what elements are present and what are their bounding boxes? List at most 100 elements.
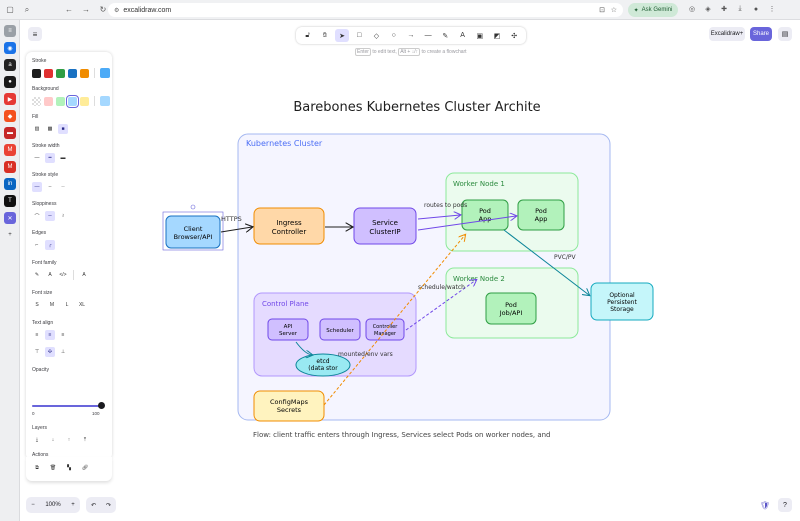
image-tool-icon[interactable]: ▣ (476, 32, 484, 40)
arrow-configmaps-pod[interactable] (323, 235, 465, 406)
cluster-label[interactable]: Kubernetes Cluster (246, 139, 323, 148)
tab-favicon-gmail[interactable]: M (4, 144, 16, 156)
extensions-puzzle-icon[interactable]: ✚ (721, 6, 727, 13)
tab-favicon-news[interactable]: ▬ (4, 127, 16, 139)
new-tab-icon[interactable]: + (8, 232, 12, 238)
browser-menu-icon[interactable]: ⋮ (768, 6, 776, 13)
sloppiness-cartoonist-icon[interactable]: ≀ (62, 213, 64, 219)
label-routes-to-pods[interactable]: routes to pods (424, 202, 467, 209)
bg-swatch-mint[interactable] (56, 96, 65, 106)
arrow-tool-icon[interactable]: → (407, 32, 415, 39)
sloppiness-artist-icon[interactable]: ∽ (45, 211, 55, 221)
help-icon[interactable]: ? (778, 498, 792, 512)
bg-swatch-pink[interactable] (44, 96, 53, 106)
rectangle-tool-icon[interactable]: □ (357, 32, 362, 39)
edges-sharp-icon[interactable]: ⌐ (35, 242, 39, 248)
stroke-bold-icon[interactable]: ━ (45, 153, 55, 163)
storage-node[interactable] (590, 282, 654, 321)
send-backward-icon[interactable]: ↓ (51, 437, 55, 443)
font-size-m[interactable]: M (49, 302, 55, 308)
stroke-dotted-icon[interactable]: ┈ (61, 184, 65, 190)
edges-round-icon[interactable]: ╭ (45, 240, 55, 250)
stroke-swatch-blue[interactable] (68, 68, 77, 78)
tab-favicon-github[interactable]: ● (4, 76, 16, 88)
excalidraw-plus-button[interactable]: Excalidraw+ (709, 27, 745, 41)
bg-swatch-transparent[interactable] (32, 96, 41, 106)
tab-favicon-youtube[interactable]: ▶ (4, 93, 16, 105)
arrow-pod-storage[interactable] (503, 229, 589, 295)
arrow-service-pod2[interactable] (417, 216, 516, 231)
arrow-api-etcd[interactable] (295, 341, 312, 355)
reload-icon[interactable]: ↻ (99, 5, 107, 14)
align-left-icon[interactable]: ≡ (35, 332, 39, 338)
drawing-canvas[interactable]: Barebones Kubernetes Cluster Archite Kub… (20, 20, 800, 521)
pod-job-api[interactable] (485, 292, 537, 325)
lock-tool-icon[interactable]: 🔓︎ (305, 31, 310, 39)
redo-icon[interactable]: ↷ (105, 502, 112, 509)
arrow-service-pod1[interactable] (417, 215, 460, 219)
font-more-icon[interactable]: A (82, 272, 86, 278)
stroke-extra-bold-icon[interactable]: ▬ (60, 155, 66, 161)
address-bar[interactable]: ⚙ excalidraw.com ⊡ ☆ (108, 3, 623, 17)
ask-gemini-button[interactable]: ✦ Ask Gemini (628, 3, 678, 17)
stroke-dashed-icon[interactable]: ╌ (48, 184, 52, 190)
stroke-swatch-black[interactable] (32, 68, 41, 78)
tab-favicon-red[interactable]: ◆ (4, 110, 16, 122)
zoom-in-button[interactable]: + (71, 502, 75, 508)
delete-icon[interactable]: 🗑︎ (49, 465, 57, 471)
fill-crosshatch-icon[interactable]: ▩ (47, 126, 53, 132)
bring-forward-icon[interactable]: ↑ (67, 437, 71, 443)
tab-menu-icon[interactable]: ≡ (4, 25, 16, 37)
extension-shield-icon[interactable]: ◈ (705, 6, 711, 13)
align-right-icon[interactable]: ≡ (61, 332, 65, 338)
worker-node-1-label[interactable]: Worker Node 1 (453, 180, 505, 188)
label-pvc-pv[interactable]: PVC/PV (554, 254, 577, 261)
library-sidebar-toggle-icon[interactable]: ▤ (778, 27, 792, 41)
profile-avatar[interactable]: ● (753, 5, 759, 13)
stroke-swatch-green[interactable] (56, 68, 65, 78)
tab-search-icon[interactable]: ⌕ (24, 4, 30, 14)
encryption-shield-icon[interactable]: 🛡︎ (760, 501, 771, 510)
tab-favicon-gmail-2[interactable]: M (4, 161, 16, 173)
zoom-out-button[interactable]: − (31, 502, 35, 508)
opacity-slider-knob[interactable] (98, 402, 105, 409)
tab-favicon-linkedin[interactable]: in (4, 178, 16, 190)
tab-favicon-nyt[interactable]: T (4, 195, 16, 207)
stroke-swatch-orange[interactable] (80, 68, 89, 78)
downloads-icon[interactable]: ⤓ (738, 5, 742, 12)
control-plane-label[interactable]: Control Plane (262, 300, 309, 308)
label-schedule-watch[interactable]: schedule/watch (418, 284, 465, 291)
controller-manager-node[interactable] (365, 318, 405, 341)
tab-strip-icon[interactable]: ▢ (6, 5, 14, 14)
hand-tool-icon[interactable]: ✋︎ (322, 31, 327, 39)
site-info-icon[interactable]: ⚙ (114, 7, 120, 14)
diamond-tool-icon[interactable]: ◇ (373, 32, 380, 40)
worker-node-2-label[interactable]: Worker Node 2 (453, 275, 505, 283)
group-icon[interactable]: ▚ (67, 465, 71, 471)
font-size-xl[interactable]: XL (78, 302, 86, 308)
tab-favicon-excalidraw[interactable]: ✕ (4, 212, 16, 224)
configmaps-node[interactable] (253, 390, 325, 422)
diagram-title[interactable]: Barebones Kubernetes Cluster Archite (293, 100, 540, 115)
line-tool-icon[interactable]: — (424, 32, 432, 39)
eraser-tool-icon[interactable]: ◩ (493, 32, 501, 40)
client-node[interactable] (165, 215, 221, 249)
fill-hachure-icon[interactable]: ▨ (34, 126, 40, 132)
stroke-thin-icon[interactable]: — (34, 155, 40, 161)
fill-solid-icon[interactable]: ■ (58, 124, 68, 134)
text-tool-icon[interactable]: A (460, 32, 465, 39)
rotation-handle[interactable] (190, 204, 196, 210)
valign-middle-icon[interactable]: ✣ (45, 347, 55, 357)
more-tools-icon[interactable]: ✣ (511, 32, 518, 40)
selection-tool-icon[interactable]: ➤ (335, 29, 350, 42)
send-to-back-icon[interactable]: ⤓ (35, 437, 39, 443)
font-size-l[interactable]: L (65, 302, 69, 308)
install-app-icon[interactable]: ⊡ (599, 7, 605, 14)
font-code-icon[interactable]: </> (59, 272, 67, 278)
arrow-api-pod3[interactable] (405, 280, 476, 331)
footer-caption[interactable]: Flow: client traffic enters through Ingr… (253, 431, 551, 439)
arrow-client-ingress[interactable] (220, 227, 252, 233)
tab-favicon-amazon[interactable]: a (4, 59, 16, 71)
zoom-level[interactable]: 100% (45, 502, 61, 508)
bg-current-color[interactable] (100, 96, 110, 106)
